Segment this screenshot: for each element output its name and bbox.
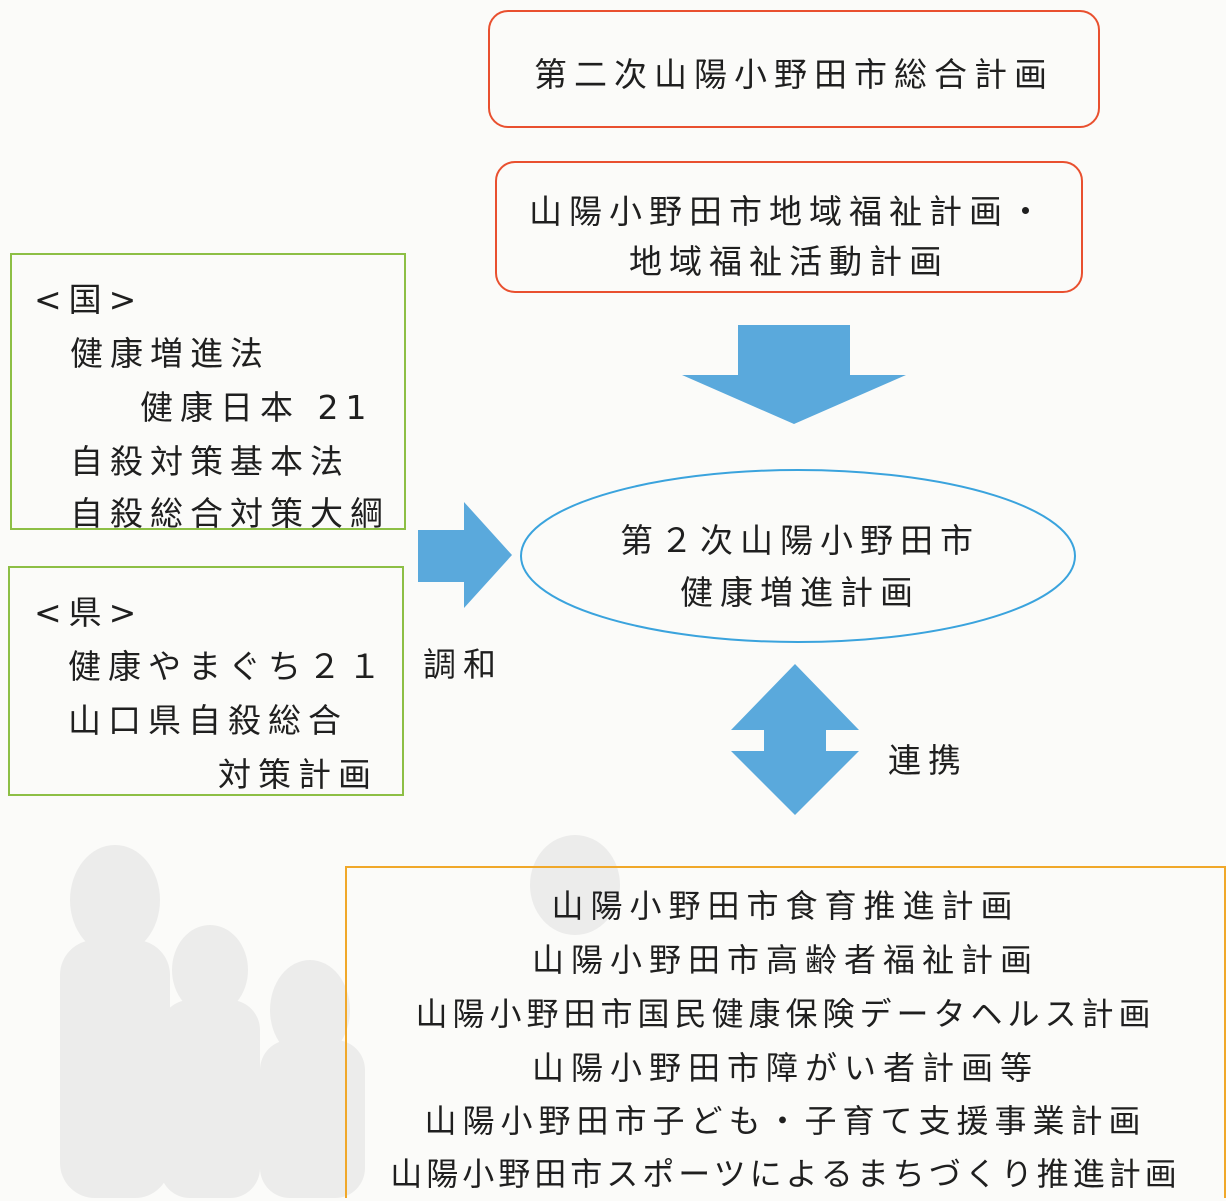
prefecture-item: 健康やまぐち２１	[68, 647, 388, 686]
comprehensive-plan-box: 第二次山陽小野田市総合計画	[488, 10, 1100, 128]
national-header: <国>	[34, 280, 144, 319]
down-arrow-icon	[682, 325, 906, 424]
related-plan-item: 山陽小野田市食育推進計画	[551, 887, 1020, 925]
harmony-label: 調和	[423, 645, 503, 684]
related-plan-item: 山陽小野田市高齢者福祉計画	[531, 941, 1039, 979]
comprehensive-plan-label: 第二次山陽小野田市総合計画	[534, 55, 1054, 94]
related-plan-item: 山陽小野田市障がい者計画等	[531, 1049, 1039, 1087]
central-plan-ellipse	[520, 469, 1076, 643]
national-item: 自殺総合対策大綱	[70, 494, 390, 533]
double-arrow-icon	[731, 664, 859, 815]
national-box: <国> 健康増進法 健康日本 21 自殺対策基本法 自殺総合対策大綱	[10, 253, 406, 533]
related-plans-box: 山陽小野田市食育推進計画 山陽小野田市高齢者福祉計画 山陽小野田市国民健康保険デ…	[345, 866, 1226, 1198]
related-plan-item: 山陽小野田市子ども・子育て支援事業計画	[424, 1102, 1147, 1140]
central-plan-line1: 第２次山陽小野田市	[620, 521, 980, 560]
national-item: 自殺対策基本法	[70, 442, 350, 481]
national-item: 健康日本 21	[140, 388, 374, 427]
prefecture-box: <県> 健康やまぐち２１ 山口県自殺総合 対策計画	[8, 566, 404, 796]
cooperation-label: 連携	[888, 741, 968, 780]
prefecture-header: <県>	[34, 593, 144, 632]
welfare-plan-line1: 山陽小野田市地域福祉計画・	[529, 192, 1049, 231]
welfare-plan-line2: 地域福祉活動計画	[629, 242, 949, 281]
right-arrow-icon	[418, 502, 512, 608]
central-plan-line2: 健康増進計画	[680, 573, 920, 612]
prefecture-item: 山口県自殺総合	[68, 701, 348, 740]
prefecture-item: 対策計画	[218, 755, 378, 794]
welfare-plan-box: 山陽小野田市地域福祉計画・ 地域福祉活動計画	[495, 161, 1083, 293]
related-plan-item: 山陽小野田市国民健康保険データヘルス計画	[415, 995, 1156, 1033]
related-plan-item: 山陽小野田市スポーツによるまちづくり推進計画	[390, 1155, 1181, 1193]
national-item: 健康増進法	[70, 334, 270, 373]
